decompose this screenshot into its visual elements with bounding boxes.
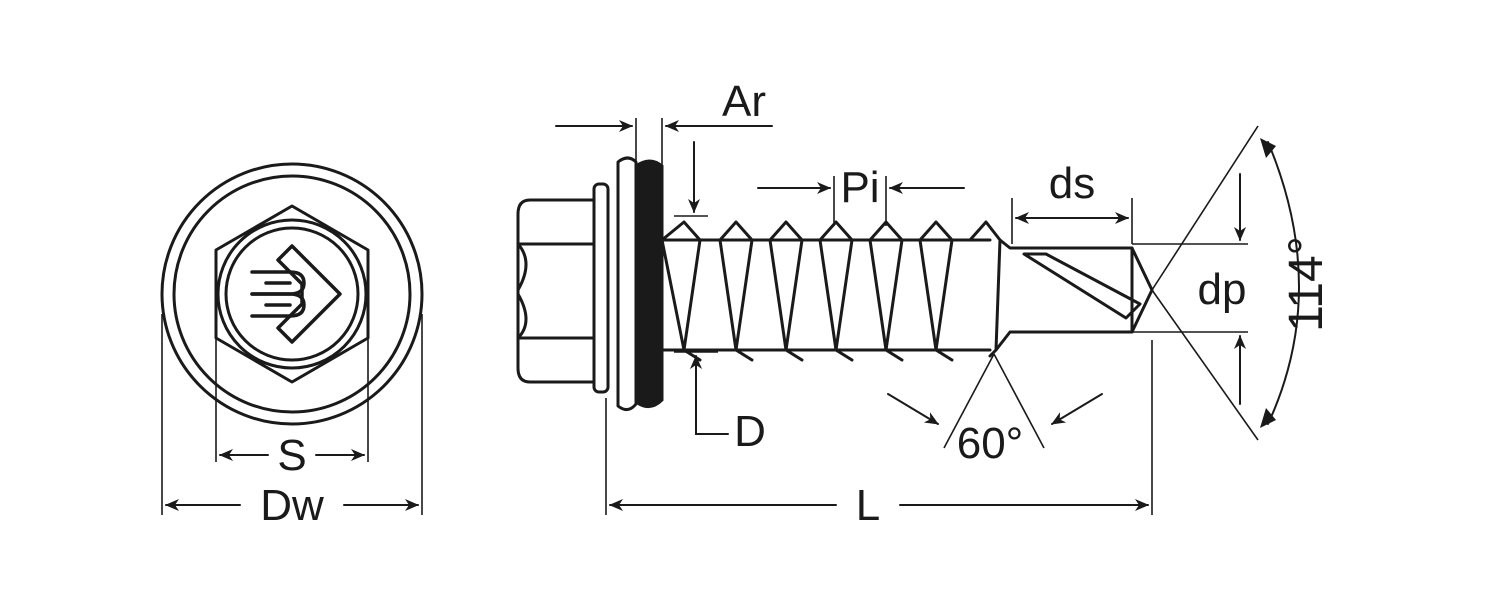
thread-angle-line-right: [993, 353, 1045, 449]
metal-washer: [616, 156, 638, 411]
drill-flute: [1022, 252, 1142, 320]
ds-label: ds: [1049, 159, 1095, 208]
tip-angle-line-upper: [1151, 125, 1259, 291]
dp-label: dp: [1198, 265, 1247, 314]
thread-angle-arrow-right: [1051, 393, 1103, 425]
l-label: L: [856, 481, 880, 530]
tip-angle-line-lower: [1151, 289, 1259, 441]
tip-angle-arc: [1267, 141, 1300, 425]
pi-label: Pi: [840, 163, 879, 212]
thread-angle-line-left: [943, 353, 995, 449]
drill-point: [994, 238, 1154, 352]
threads: [660, 220, 1002, 362]
thread-angle-label: 60°: [957, 419, 1024, 468]
d-label: D: [734, 407, 766, 456]
flange: [592, 182, 610, 394]
head-face-inner: [224, 226, 360, 362]
thread-angle-arrow-left: [887, 393, 939, 425]
s-label: S: [277, 431, 306, 480]
dw-label: Dw: [260, 481, 324, 530]
washer-outer-circle: [160, 162, 424, 426]
brand-logo-icon: [250, 244, 342, 344]
tip-angle-label: 114°: [1280, 236, 1333, 332]
ar-label: Ar: [722, 77, 766, 126]
side-view: Ar D Pi ds dp 114°: [516, 77, 1333, 530]
top-view: S Dw: [160, 162, 424, 530]
rubber-seal: [634, 159, 664, 408]
head-face-outer: [216, 218, 368, 370]
hex-head-side: [516, 198, 596, 384]
washer-inner-circle: [172, 174, 412, 414]
